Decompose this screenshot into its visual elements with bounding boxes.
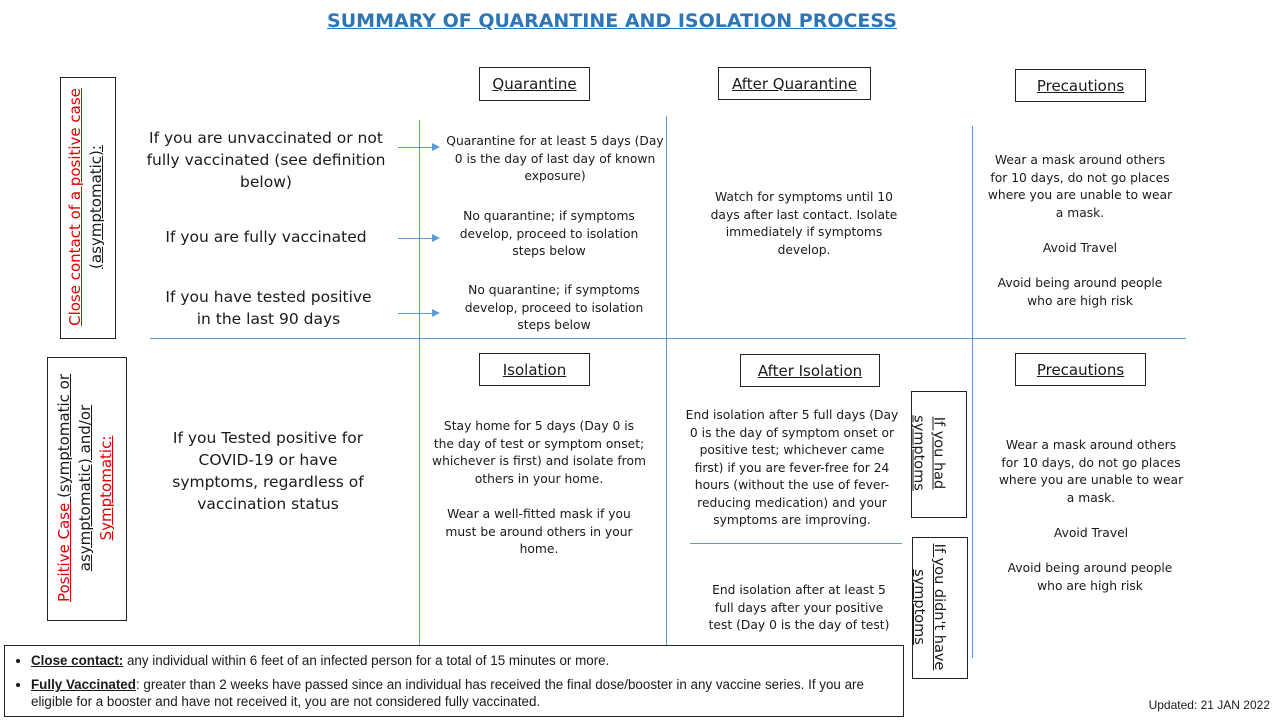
close-contact-side-box bbox=[60, 77, 116, 339]
quarantine-unvaccinated: Quarantine for at least 5 days (Day 0 is… bbox=[446, 134, 664, 183]
page-title: SUMMARY OF QUARANTINE AND ISOLATION PROC… bbox=[327, 10, 897, 32]
isolation-wear-mask: Wear a well-fitted mask if you must be a… bbox=[445, 507, 633, 556]
isolation-header: Isolation bbox=[479, 353, 590, 386]
close-contact-side-red: Close contact of a positive case bbox=[66, 88, 84, 326]
positive-case-side-line2: asymptomatic) and/or bbox=[76, 404, 94, 572]
precautions-header-bottom: Precautions bbox=[1015, 353, 1146, 386]
after-quarantine-header-label: After Quarantine bbox=[732, 74, 857, 93]
condition-unvaccinated: If you are unvaccinated or not fully vac… bbox=[146, 129, 386, 191]
divider-section bbox=[150, 338, 1186, 339]
divider-quarantine-left bbox=[419, 120, 420, 645]
after-quarantine-header: After Quarantine bbox=[718, 67, 871, 100]
precautions-bottom-travel: Avoid Travel bbox=[1053, 526, 1129, 540]
arrow-unvaccinated bbox=[398, 143, 440, 151]
precautions-header-bottom-label: Precautions bbox=[1036, 360, 1125, 379]
definition-close-contact: Close contact: any individual within 6 f… bbox=[31, 652, 895, 669]
precautions-top-people: Avoid being around people who are high r… bbox=[997, 276, 1163, 308]
close-contact-side-label: Close contact of a positive case (asympt… bbox=[65, 77, 107, 337]
updated-date: Updated: 21 JAN 2022 bbox=[1148, 698, 1270, 712]
precautions-bottom-people: Avoid being around people who are high r… bbox=[1007, 561, 1173, 593]
definition-fully-vaccinated: Fully Vaccinated: greater than 2 weeks h… bbox=[31, 676, 895, 710]
divider-after-left bbox=[666, 116, 667, 645]
divider-precautions-left bbox=[972, 126, 973, 658]
after-isolation-header: After Isolation bbox=[740, 354, 880, 387]
after-isolation-no-symptoms: End isolation after at least 5 full days… bbox=[708, 583, 890, 632]
arrow-fully-vaccinated bbox=[398, 234, 440, 242]
positive-case-side-line3: Symptomatic: bbox=[97, 435, 115, 541]
definitions-box: Close contact: any individual within 6 f… bbox=[4, 645, 904, 717]
had-symptoms-label: If you had symptoms bbox=[910, 415, 947, 491]
arrow-tested-positive bbox=[398, 309, 440, 317]
quarantine-header: Quarantine bbox=[479, 67, 590, 101]
close-contact-side-black: (asymptomatic): bbox=[87, 145, 105, 269]
positive-case-side-label: Positive Case (symptomatic or asymptomat… bbox=[54, 357, 118, 619]
after-quarantine-text: Watch for symptoms until 10 days after l… bbox=[710, 190, 898, 257]
definition-fully-vaccinated-text: : greater than 2 weeks have passed since… bbox=[31, 677, 864, 709]
divider-after-isolation bbox=[690, 543, 902, 544]
quarantine-tested-positive: No quarantine; if symptoms develop, proc… bbox=[464, 283, 644, 332]
after-isolation-header-label: After Isolation bbox=[757, 361, 863, 380]
no-symptoms-box bbox=[912, 537, 968, 679]
definition-close-contact-term: Close contact: bbox=[31, 653, 124, 668]
precautions-header-top: Precautions bbox=[1015, 69, 1146, 102]
quarantine-fully-vaccinated: No quarantine; if symptoms develop, proc… bbox=[459, 209, 639, 258]
condition-fully-vaccinated: If you are fully vaccinated bbox=[165, 228, 367, 246]
had-symptoms-box bbox=[911, 391, 967, 518]
condition-tested-positive: If you have tested positive in the last … bbox=[165, 288, 372, 328]
isolation-stay-home: Stay home for 5 days (Day 0 is the day o… bbox=[432, 419, 646, 486]
positive-case-side-line1: (symptomatic or bbox=[55, 373, 73, 503]
isolation-header-label: Isolation bbox=[502, 360, 567, 379]
definition-fully-vaccinated-term: Fully Vaccinated bbox=[31, 677, 136, 692]
quarantine-header-label: Quarantine bbox=[492, 75, 577, 93]
positive-case-side-box bbox=[47, 357, 127, 621]
condition-positive-case: If you Tested positive for COVID-19 or h… bbox=[172, 429, 364, 513]
after-isolation-symptoms: End isolation after 5 full days (Day 0 i… bbox=[685, 408, 899, 527]
precautions-top-travel: Avoid Travel bbox=[1042, 241, 1118, 255]
precautions-header-top-label: Precautions bbox=[1036, 76, 1125, 95]
precautions-top-mask: Wear a mask around others for 10 days, d… bbox=[987, 153, 1173, 220]
positive-case-side-red: Positive Case bbox=[55, 502, 73, 603]
no-symptoms-label: If you didn't have symptoms bbox=[911, 543, 947, 671]
definition-close-contact-text: any individual within 6 feet of an infec… bbox=[123, 653, 610, 668]
precautions-bottom-mask: Wear a mask around others for 10 days, d… bbox=[998, 438, 1184, 505]
